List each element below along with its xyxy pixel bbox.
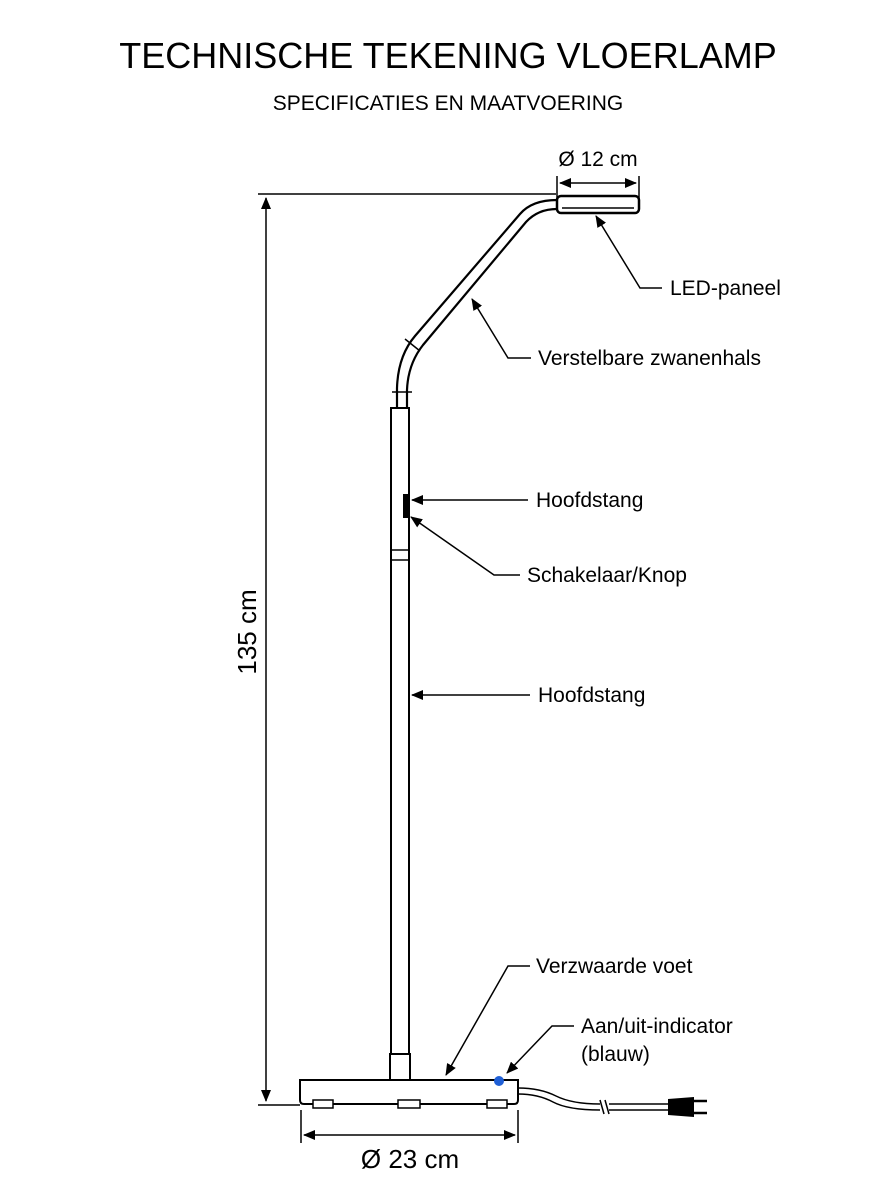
switch-label: Schakelaar/Knop xyxy=(527,564,687,587)
indicator-label-line1: Aan/uit-indicator xyxy=(581,1015,733,1038)
height-label: 135 cm xyxy=(232,589,262,674)
weighted-base xyxy=(299,1053,519,1109)
power-plug-icon xyxy=(668,1097,707,1117)
callout-weighted-base: Verzwaarde voet xyxy=(445,955,693,1076)
led-panel-head xyxy=(555,194,641,215)
main-pole-upper-label: Hoofdstang xyxy=(536,489,643,512)
page-subtitle: SPECIFICATIES EN MAATVOERING xyxy=(273,92,623,115)
base-diameter-label: Ø 23 cm xyxy=(361,1144,459,1174)
switch-knob xyxy=(403,494,408,518)
callout-gooseneck: Verstelbare zwanenhals xyxy=(471,298,761,370)
callout-led-panel: LED-paneel xyxy=(595,215,781,300)
indicator-label-line2: (blauw) xyxy=(581,1043,650,1066)
gooseneck xyxy=(392,198,558,408)
callout-main-pole-lower: Hoofdstang xyxy=(411,684,645,707)
power-cable xyxy=(517,1087,668,1115)
weighted-base-label: Verzwaarde voet xyxy=(536,955,693,978)
head-diameter-label: Ø 12 cm xyxy=(558,148,637,171)
callout-switch: Schakelaar/Knop xyxy=(410,516,687,587)
power-indicator-dot xyxy=(494,1076,504,1086)
page-title: TECHNISCHE TEKENING VLOERLAMP xyxy=(119,35,776,76)
main-pole-lower-label: Hoofdstang xyxy=(538,684,645,707)
gooseneck-label: Verstelbare zwanenhals xyxy=(538,347,761,370)
head-diameter-dimension: Ø 12 cm xyxy=(556,148,640,198)
led-panel-label: LED-paneel xyxy=(670,277,781,300)
callout-power-indicator: Aan/uit-indicator (blauw) xyxy=(506,1015,733,1074)
height-dimension: 135 cm xyxy=(232,193,556,1106)
base-diameter-dimension: Ø 23 cm xyxy=(300,1110,519,1174)
callout-main-pole-upper: Hoofdstang xyxy=(411,489,643,512)
